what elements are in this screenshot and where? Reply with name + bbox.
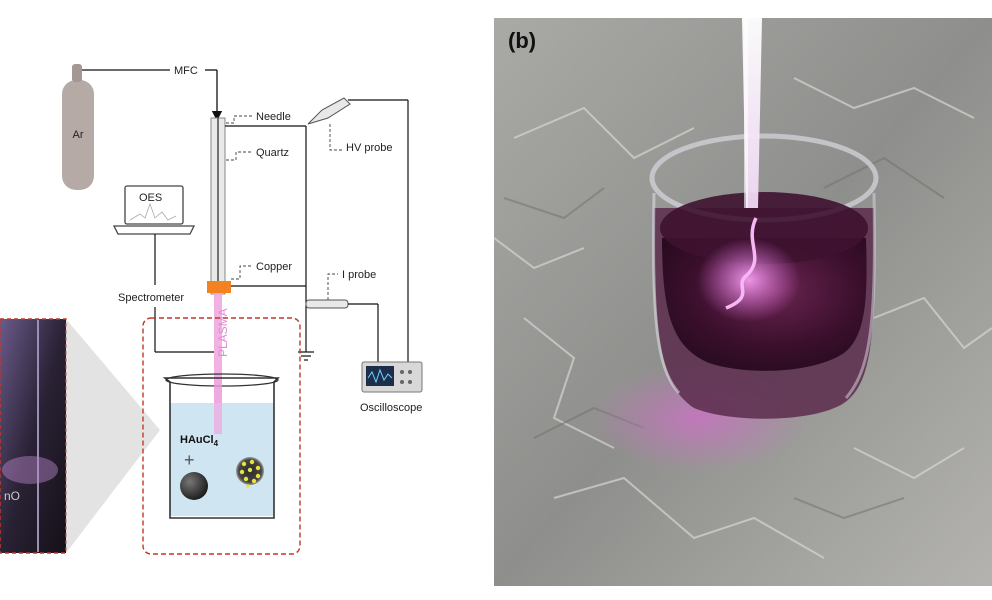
- reaction-zone-box: [142, 317, 301, 555]
- schematic-panel: nO Ar MFC PLASMA Needle Quartz Copper: [0, 0, 490, 595]
- i-probe-label: I probe: [342, 269, 376, 281]
- mfc-label: MFC: [174, 65, 198, 77]
- nanoparticle-core-icon: [180, 472, 208, 500]
- copper-label: Copper: [256, 261, 292, 273]
- inset-label: nO: [4, 489, 20, 503]
- oes-laptop: [112, 185, 196, 235]
- plus-sign: +: [184, 450, 195, 470]
- plasma-jet: [214, 293, 222, 435]
- zoom-wedge: [66, 319, 160, 553]
- hv-probe-label: HV probe: [346, 142, 392, 154]
- schematic-diagram: nO Ar MFC PLASMA Needle Quartz Copper: [0, 64, 423, 555]
- copper-electrode: [207, 281, 231, 293]
- inset-photo: nO: [0, 318, 67, 554]
- panel-b-label: (b): [508, 28, 537, 53]
- torch-assembly: [207, 117, 231, 295]
- argon-cylinder: Ar: [62, 64, 94, 190]
- plasma-label: PLASMA: [216, 308, 230, 357]
- photo-panel: (b): [494, 18, 992, 586]
- plasma-beaker-photo: [494, 18, 992, 586]
- precursor-label: HAuCl4: [180, 434, 219, 448]
- quartz-label: Quartz: [256, 147, 289, 159]
- needle-label: Needle: [256, 111, 291, 123]
- spectrometer-label: Spectrometer: [118, 292, 184, 304]
- gold-decorated-particle-icon: [236, 457, 264, 488]
- discharge-filament: [725, 217, 758, 310]
- argon-label: Ar: [73, 129, 84, 141]
- hv-probe: [307, 97, 409, 362]
- oes-label: OES: [139, 192, 162, 204]
- oscilloscope: [361, 361, 423, 393]
- oscilloscope-label: Oscilloscope: [360, 402, 422, 414]
- foil-wrinkles: [494, 77, 992, 559]
- current-probe: [305, 299, 379, 362]
- plasma-glow: [697, 238, 801, 322]
